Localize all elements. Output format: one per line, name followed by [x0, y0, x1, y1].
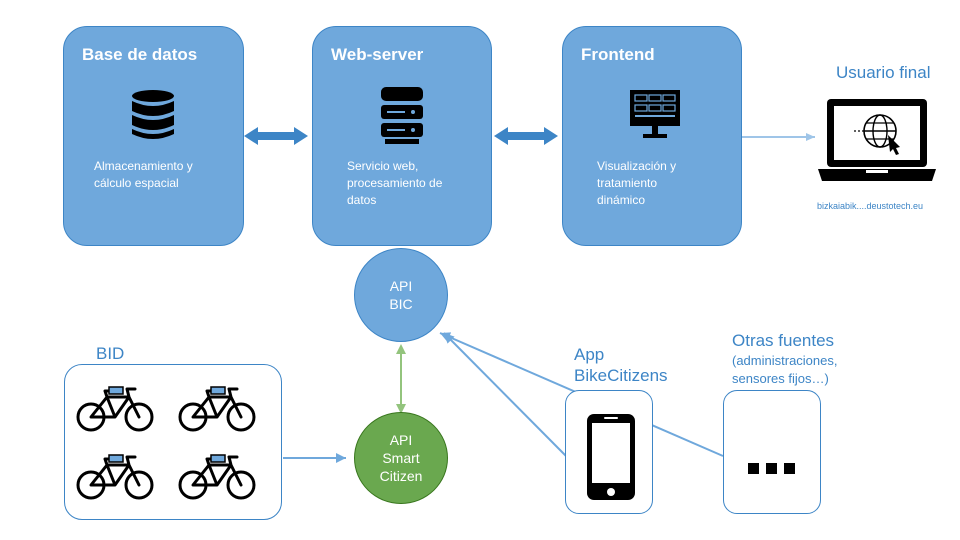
bid-label: BID	[96, 344, 125, 363]
app-bic-arrow	[443, 332, 567, 457]
api-smart-line1: API	[389, 432, 413, 448]
app-box	[565, 390, 653, 514]
database-box: Base de datos Almacenamiento y cálculo e…	[63, 26, 244, 246]
end-user-title: Usuario final	[836, 63, 931, 82]
api-bic-node: API BIC	[354, 248, 448, 342]
api-bic-line1: API	[389, 278, 413, 294]
other-sources-box	[723, 390, 821, 514]
database-title: Base de datos	[82, 45, 198, 64]
laptop-globe-icon	[818, 99, 936, 181]
api-smart-line2: Smart	[382, 450, 420, 466]
bicycle-icon	[178, 385, 256, 432]
ellipsis-icon	[748, 461, 795, 479]
webserver-box: Web-server Servicio web, procesamiento d…	[312, 26, 492, 246]
api-bic-line2: BIC	[389, 296, 413, 312]
frontend-desc: Visualización y tratamiento dinámico	[597, 159, 677, 207]
bicycles-group	[76, 385, 256, 500]
end-user-url: bizkaiabik....deustotech.eu	[817, 201, 924, 211]
bicycle-icon	[178, 453, 256, 500]
db-webserver-arrow	[244, 127, 308, 145]
smartphone-icon	[587, 414, 635, 500]
monitor-icon	[630, 90, 680, 138]
database-icon	[132, 90, 174, 139]
webserver-frontend-arrow	[494, 127, 558, 145]
api-smart-citizen-node: API Smart Citizen	[354, 412, 448, 504]
bicycle-icon	[76, 385, 154, 432]
webserver-desc: Servicio web, procesamiento de datos	[347, 159, 443, 207]
frontend-box: Frontend Visualización y tratamiento din…	[562, 26, 742, 246]
bid-box	[64, 364, 282, 520]
bicycle-icon	[76, 453, 154, 500]
other-sources-title: Otras fuentes	[732, 331, 835, 350]
webserver-title: Web-server	[331, 45, 424, 64]
server-icon	[381, 87, 423, 144]
other-sources-desc: (administraciones, sensores fijos…)	[732, 353, 838, 386]
api-smart-line3: Citizen	[379, 468, 423, 484]
app-label: App BikeCitizens	[574, 345, 668, 385]
frontend-title: Frontend	[581, 45, 655, 64]
database-desc: Almacenamiento y cálculo espacial	[94, 159, 193, 190]
